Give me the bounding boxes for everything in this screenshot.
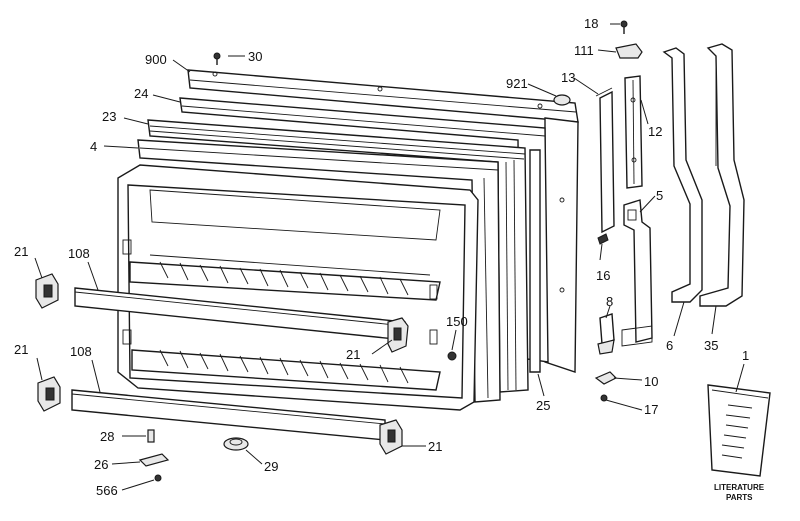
callout-5: 5 [656,188,663,203]
callout-30: 30 [248,49,262,64]
channel-12 [624,75,643,189]
literature-booklet [707,384,771,477]
plate-26 [138,453,170,467]
callout-labels: 18 111 900 30 921 13 24 12 23 4 5 21 108… [14,16,765,502]
callout-21-left-lower: 21 [14,342,28,357]
callout-29: 29 [264,459,278,474]
callout-21-left-upper: 21 [14,244,28,259]
callout-1: 1 [742,348,749,363]
callout-921: 921 [506,76,528,91]
callout-111: 111 [574,43,594,58]
callout-21-right-lower: 21 [428,439,442,454]
callout-566: 566 [96,483,118,498]
screw-17 [600,394,608,402]
clip-16 [597,233,609,245]
callout-13: 13 [561,70,575,85]
callout-108-upper: 108 [68,246,90,261]
plug-921 [553,94,571,106]
door-liner [117,164,479,411]
pin-28 [147,429,155,443]
literature-label-line2: PARTS [726,493,753,502]
callout-108-lower: 108 [70,344,92,359]
callout-23: 23 [102,109,116,124]
end-cap-21-right-lower [379,419,403,455]
hinge-arm-6 [662,47,703,303]
callout-8: 8 [606,294,613,309]
grommet-29 [223,437,249,451]
tube-13 [595,87,615,234]
callout-12: 12 [648,124,662,139]
block-8 [597,313,615,355]
hinge-arm-35 [699,43,745,307]
callout-150: 150 [446,314,468,329]
callout-10: 10 [644,374,658,389]
screw-30 [213,52,221,65]
callout-21-right-upper: 21 [346,347,360,362]
callout-24: 24 [134,86,148,101]
end-cap-21-left-upper [35,273,59,309]
literature-label-line1: LITERATURE [714,483,765,492]
leader-lines [34,23,745,491]
bracket-111 [615,43,643,59]
callout-28: 28 [100,429,114,444]
callout-26: 26 [94,457,108,472]
screw-566 [154,474,162,482]
end-cap-21-right-upper [387,317,409,353]
callout-6: 6 [666,338,673,353]
plate-10 [594,371,618,385]
callout-35: 35 [704,338,718,353]
callout-900: 900 [145,52,167,67]
callout-25: 25 [536,398,550,413]
screw-150 [447,351,457,361]
strip-25 [529,149,541,373]
breaker-strip-4 [137,139,501,403]
door-frame-900 [187,69,579,373]
screw-18 [620,20,628,34]
callout-16: 16 [596,268,610,283]
hinge-bracket-5 [621,199,653,347]
callout-18: 18 [584,16,598,31]
callout-4: 4 [90,139,97,154]
callout-17: 17 [644,402,658,417]
end-cap-21-left-lower [37,376,61,412]
